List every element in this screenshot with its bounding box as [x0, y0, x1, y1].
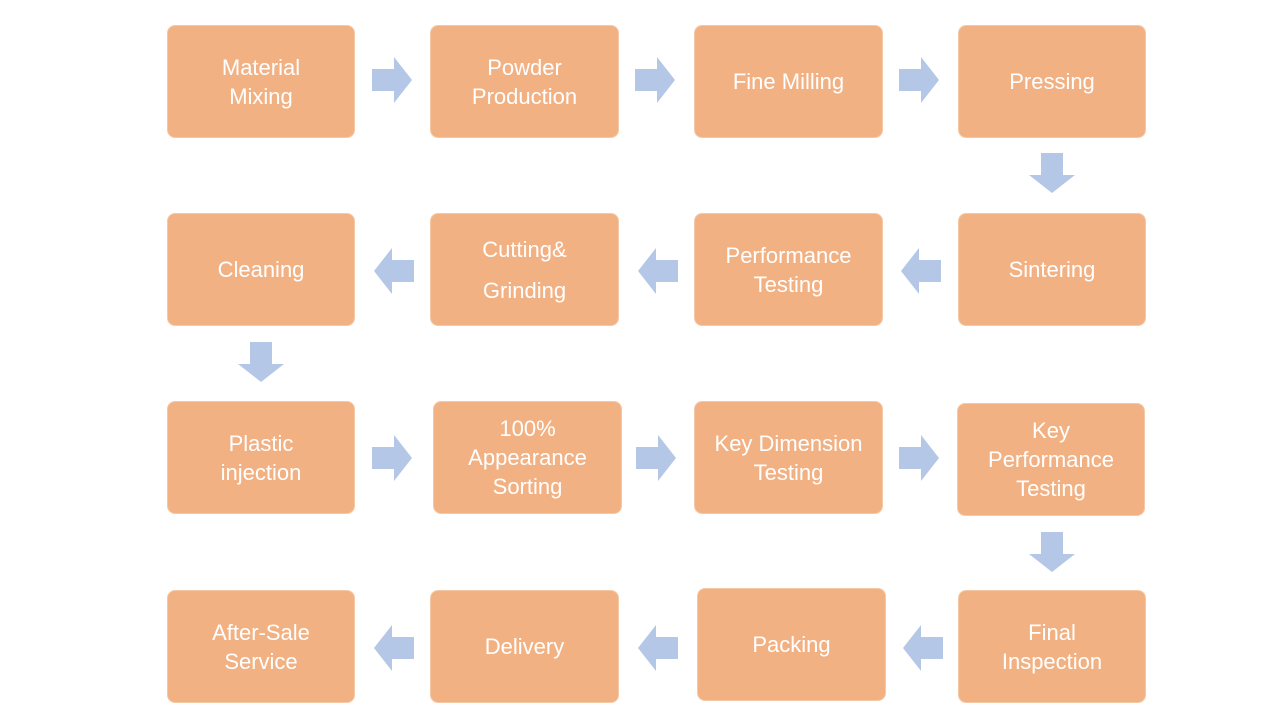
arrow-milling-to-pressing	[899, 57, 939, 103]
arrow-cutting-to-cleaning	[374, 248, 414, 294]
step-material-mixing: Material Mixing	[167, 25, 355, 138]
arrow-dimension-to-keyperf	[899, 435, 939, 481]
step-performance-testing: Performance Testing	[694, 213, 883, 326]
left-arrow-icon	[901, 248, 941, 294]
step-powder-production: Powder Production	[430, 25, 619, 138]
step-packing: Packing	[697, 588, 886, 701]
step-cleaning: Cleaning	[167, 213, 355, 326]
arrow-pressing-to-sintering	[1029, 153, 1075, 193]
step-pressing: Pressing	[958, 25, 1146, 138]
step-delivery: Delivery	[430, 590, 619, 703]
step-sintering: Sintering	[958, 213, 1146, 326]
right-arrow-icon	[899, 57, 939, 103]
left-arrow-icon	[374, 625, 414, 671]
step-key-performance-testing: Key Performance Testing	[957, 403, 1145, 516]
right-arrow-icon	[372, 57, 412, 103]
arrow-delivery-to-aftersale	[374, 625, 414, 671]
right-arrow-icon	[636, 435, 676, 481]
step-after-sale-service: After-Sale Service	[167, 590, 355, 703]
arrow-plastic-to-sorting	[372, 435, 412, 481]
step-final-inspection: Final Inspection	[958, 590, 1146, 703]
arrow-packing-to-delivery	[638, 625, 678, 671]
step-appearance-sorting: 100% Appearance Sorting	[433, 401, 622, 514]
step-cutting-grinding: Cutting& Grinding	[430, 213, 619, 326]
right-arrow-icon	[899, 435, 939, 481]
arrow-powder-to-milling	[635, 57, 675, 103]
arrow-mixing-to-powder	[372, 57, 412, 103]
arrow-final-to-packing	[903, 625, 943, 671]
step-plastic-injection: Plastic injection	[167, 401, 355, 514]
arrow-performance-to-cutting	[638, 248, 678, 294]
arrow-sorting-to-dimension	[636, 435, 676, 481]
down-arrow-icon	[238, 342, 284, 382]
right-arrow-icon	[372, 435, 412, 481]
down-arrow-icon	[1029, 153, 1075, 193]
left-arrow-icon	[638, 625, 678, 671]
arrow-cleaning-to-plastic	[238, 342, 284, 382]
left-arrow-icon	[374, 248, 414, 294]
step-key-dimension-testing: Key Dimension Testing	[694, 401, 883, 514]
left-arrow-icon	[638, 248, 678, 294]
arrow-keyperf-to-final	[1029, 532, 1075, 572]
step-fine-milling: Fine Milling	[694, 25, 883, 138]
down-arrow-icon	[1029, 532, 1075, 572]
left-arrow-icon	[903, 625, 943, 671]
right-arrow-icon	[635, 57, 675, 103]
arrow-sintering-to-performance	[901, 248, 941, 294]
